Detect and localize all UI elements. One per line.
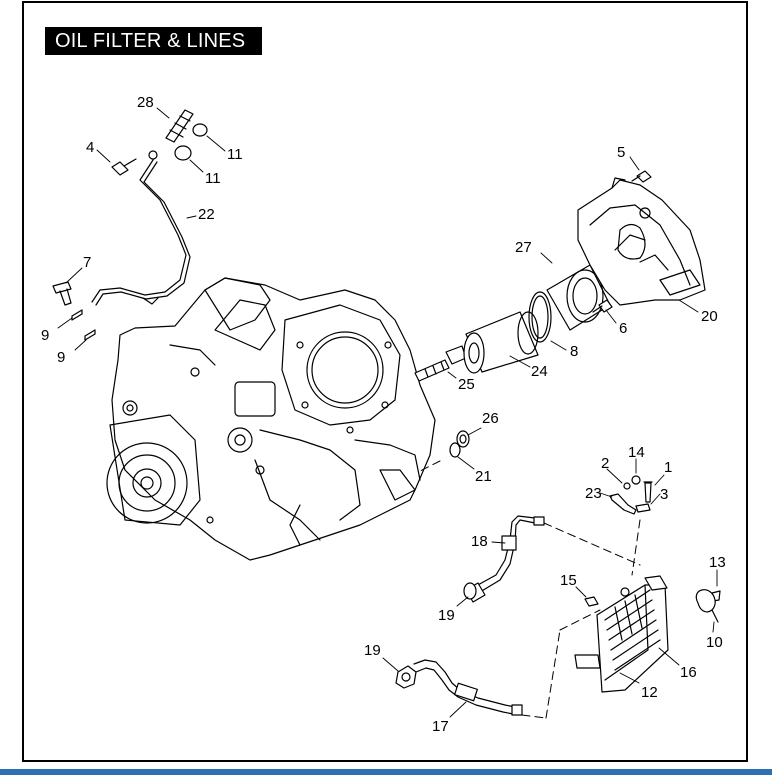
gasket-8 xyxy=(528,291,552,343)
fitting-25 xyxy=(414,345,467,382)
oil-line-22 xyxy=(91,150,191,306)
callout-21: 21 xyxy=(475,468,492,485)
callout-25: 25 xyxy=(458,376,475,393)
callout-8: 8 xyxy=(570,343,578,360)
oil-filter-24 xyxy=(463,311,539,374)
callout-27: 27 xyxy=(515,239,532,256)
callout-12: 12 xyxy=(641,684,658,701)
callout-17: 17 xyxy=(432,718,449,735)
callout-18: 18 xyxy=(471,533,488,550)
nut-15 xyxy=(584,596,599,607)
callout-2: 2 xyxy=(601,455,609,472)
bracket-23 xyxy=(609,493,637,515)
bracket-12 xyxy=(574,654,601,669)
fitting-19-upper xyxy=(463,582,477,600)
callout-28: 28 xyxy=(137,94,154,111)
fitting-26 xyxy=(456,430,470,448)
callout-4: 4 xyxy=(86,139,94,156)
callout-3: 3 xyxy=(660,486,668,503)
washer-2 xyxy=(623,482,631,490)
washer-9-upper xyxy=(71,309,83,321)
routing-lines xyxy=(417,460,641,719)
callout-11: 11 xyxy=(205,170,221,187)
diagram-title-text: OIL FILTER & LINES xyxy=(55,29,246,52)
washer-9-lower xyxy=(84,329,96,341)
clamp-10 xyxy=(695,589,719,623)
callout-10: 10 xyxy=(706,634,723,651)
callout-1: 1 xyxy=(664,459,672,476)
oil-cooler-line-18 xyxy=(465,515,545,603)
oil-cooler-line-17 xyxy=(413,659,523,716)
filter-cover-20 xyxy=(577,177,706,306)
nut-14 xyxy=(631,475,641,485)
engine-case xyxy=(106,277,436,561)
callout-16: 16 xyxy=(680,664,697,681)
bolt-7 xyxy=(52,281,72,306)
callout-26: 26 xyxy=(482,410,499,427)
bolt-1 xyxy=(643,481,653,503)
callout-20: 20 xyxy=(701,308,718,325)
screw-4 xyxy=(111,158,137,176)
callout-6: 6 xyxy=(619,320,627,337)
diagram-title: OIL FILTER & LINES xyxy=(45,27,262,55)
hose-28 xyxy=(165,109,194,143)
callout-22: 22 xyxy=(198,206,215,223)
bottom-accent-bar xyxy=(0,769,772,775)
callout-11: 11 xyxy=(227,146,243,163)
callout-23: 23 xyxy=(585,485,602,502)
callout-9: 9 xyxy=(57,349,65,366)
callout-14: 14 xyxy=(628,444,645,461)
callout-9: 9 xyxy=(41,327,49,344)
callout-13: 13 xyxy=(709,554,726,571)
callout-5: 5 xyxy=(617,144,625,161)
screw-5 xyxy=(631,170,652,183)
callout-19: 19 xyxy=(364,642,381,659)
callout-7: 7 xyxy=(83,254,91,271)
cap-11-upper xyxy=(192,123,208,137)
callout-numbers: 28 11 4 11 22 5 7 27 9 9 6 20 8 24 25 26… xyxy=(41,94,726,735)
cap-11-lower xyxy=(174,145,192,161)
leader-lines xyxy=(57,107,718,718)
callout-19: 19 xyxy=(438,607,455,624)
callout-24: 24 xyxy=(531,363,548,380)
screw-6 xyxy=(592,299,613,313)
oil-cooler-16 xyxy=(596,575,669,693)
callout-15: 15 xyxy=(560,572,577,589)
o-ring-21 xyxy=(449,442,461,458)
fitting-19-lower xyxy=(395,665,417,689)
clip-3 xyxy=(635,503,651,513)
